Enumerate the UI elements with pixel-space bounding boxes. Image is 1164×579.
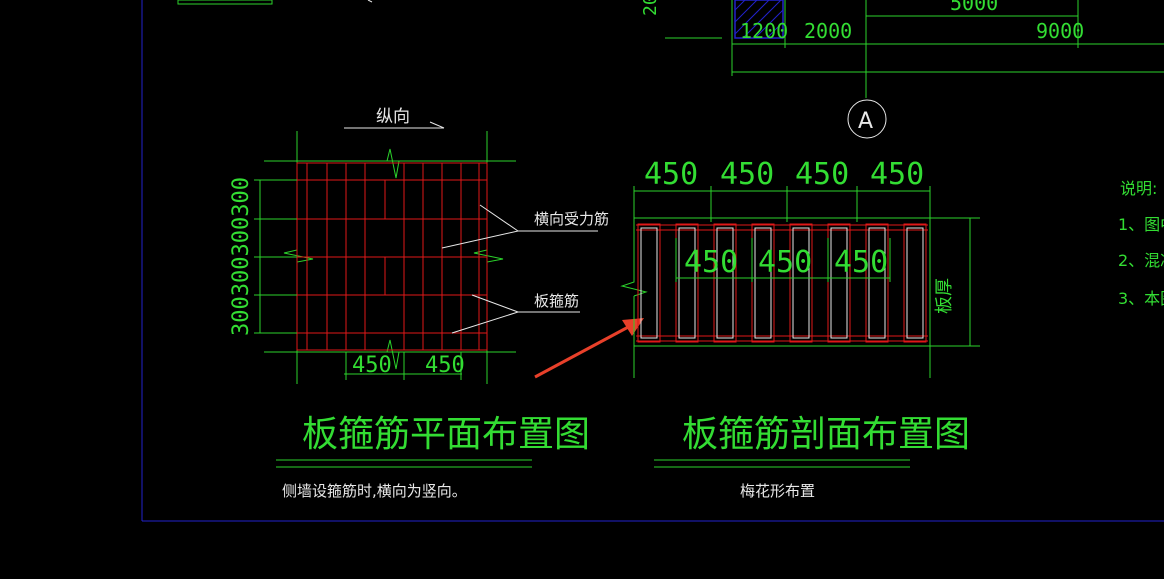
dim-2000: 2000 — [804, 19, 852, 43]
section-top-dim-2: 450 — [720, 157, 774, 192]
notes-heading: 说明: — [1120, 179, 1157, 198]
leader-label-slab-stirrup: 板箍筋 — [534, 292, 579, 310]
dim-20: 20 — [640, 0, 661, 16]
section-top-dim-1: 450 — [644, 157, 698, 192]
notes-panel: 说明: 1、图中 2、混凝 3、本图 — [1118, 179, 1164, 308]
dim-5000: 5000 — [950, 0, 998, 15]
plan-view: 纵向 — [229, 107, 609, 500]
axis-label-a: A — [858, 109, 873, 134]
notes-item-3: 3、本图 — [1118, 289, 1164, 308]
plan-bottom-dim-2: 450 — [425, 353, 465, 378]
section-inner-dim-2: 450 — [758, 245, 812, 280]
section-top-dim-4: 450 — [870, 157, 924, 192]
section-inner-dim-1: 450 — [684, 245, 738, 280]
section-right-label: 板厚 — [934, 278, 955, 314]
dim-1200: 1200 — [740, 19, 788, 43]
section-note: 梅花形布置 — [740, 482, 815, 500]
annotation-arrow[interactable] — [534, 318, 644, 379]
notes-item-1: 1、图中 — [1118, 215, 1164, 234]
plan-bottom-dim-1: 450 — [352, 353, 392, 378]
section-top-dim-3: 450 — [795, 157, 849, 192]
section-view: 450 450 450 450 — [620, 157, 980, 500]
leader-label-transverse-bar: 横向受力筋 — [534, 210, 609, 228]
axis-bubble[interactable] — [847, 99, 887, 139]
plan-left-dims: 300300300300 — [229, 177, 254, 336]
section-inner-dim-3: 450 — [834, 245, 888, 280]
notes-item-2: 2、混凝 — [1118, 251, 1164, 270]
plan-note: 侧墙设箍筋时,横向为竖向。 — [282, 482, 467, 500]
top-fragment: 20 1200 2000 5000 9000 A — [177, 0, 1164, 139]
plan-leaders — [441, 204, 598, 334]
plan-rebar-grid — [296, 162, 488, 351]
plan-title: 板箍筋平面布置图 — [302, 414, 590, 455]
section-rebars — [636, 223, 928, 343]
drawing-frame — [141, 0, 1164, 522]
plan-direction-label: 纵向 — [376, 107, 410, 127]
section-title: 板箍筋剖面布置图 — [682, 414, 970, 455]
dim-9000: 9000 — [1036, 19, 1084, 43]
